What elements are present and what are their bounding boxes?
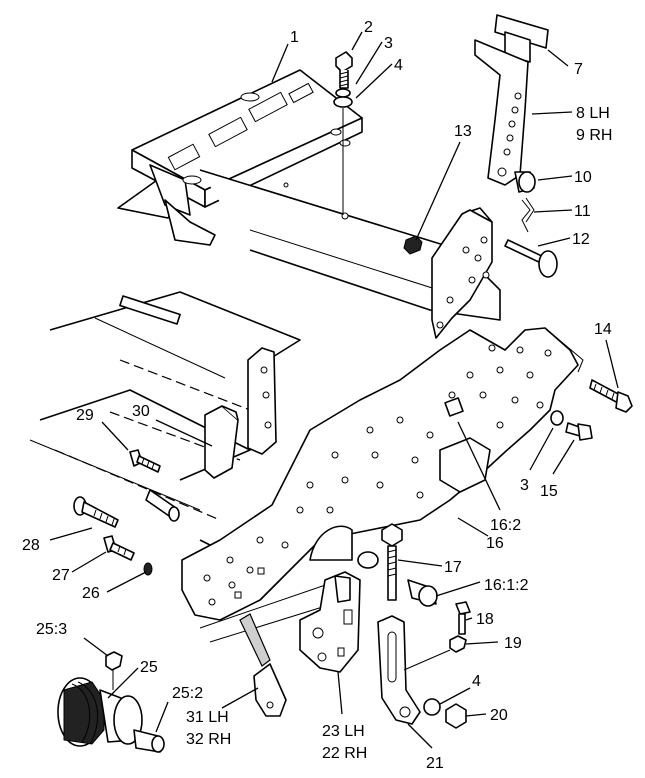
callout-13: 13: [454, 123, 472, 140]
bolt-15: [565, 422, 593, 441]
callout-20: 20: [490, 707, 508, 724]
callout-21: 21: [426, 755, 444, 772]
lever-31-32: [239, 613, 287, 717]
bolt-17: [381, 523, 403, 601]
flat-washer-4: [333, 96, 353, 108]
roller-25: [57, 677, 165, 753]
callout-26: 26: [82, 585, 100, 602]
spacer-block-30: [204, 405, 239, 479]
callout-4-top: 4: [394, 57, 403, 74]
callout-11: 11: [574, 203, 591, 220]
spacer-16-1-2: [357, 551, 438, 607]
callout-4-lower: 4: [472, 673, 481, 690]
pedal-assembly: [474, 14, 549, 186]
callout-25-3: 25:3: [36, 621, 67, 638]
callout-31-lh: 31 LH: [186, 709, 229, 726]
bolt-29: [129, 449, 161, 473]
callout-14: 14: [594, 321, 612, 338]
callout-27: 27: [52, 567, 70, 584]
lever-21: [377, 615, 451, 725]
callout-30: 30: [132, 403, 150, 420]
callout-29: 29: [76, 407, 94, 424]
washer-26: [143, 562, 153, 576]
callout-2: 2: [364, 19, 373, 36]
bolt-14: [589, 379, 633, 413]
bolt-2: [335, 51, 353, 89]
leader-lines: [49, 31, 619, 749]
bolt-27: [103, 535, 135, 561]
callout-labels: 1 2 3 4 7 8 LH 9 RH 10 11 12 13 14 29 30…: [22, 19, 612, 772]
callout-16: 16: [486, 535, 504, 552]
pedal-mount-bracket: [431, 207, 493, 339]
washer-4-lower: [423, 698, 441, 716]
main-side-plate-16: [181, 327, 584, 621]
bushing-10: [514, 171, 536, 193]
callout-28: 28: [22, 537, 40, 554]
callout-32-rh: 32 RH: [186, 731, 231, 748]
washer-3-right: [550, 410, 564, 426]
clevis-pin-12: [504, 239, 558, 278]
nut-19: [449, 635, 467, 653]
bolt-28: [73, 496, 119, 528]
seat-support-frame: [117, 69, 363, 246]
callout-25-2: 25:2: [172, 685, 203, 702]
callout-25: 25: [140, 659, 158, 676]
bolt-18: [455, 601, 471, 635]
callout-12: 12: [572, 231, 590, 248]
callout-8-lh: 8 LH: [576, 105, 610, 122]
callout-16-2: 16:2: [490, 517, 521, 534]
callout-10: 10: [574, 169, 592, 186]
bracket-23-22: [299, 571, 361, 673]
callout-16-1-2: 16:1:2: [484, 577, 529, 594]
callout-17: 17: [444, 559, 462, 576]
callout-18: 18: [476, 611, 494, 628]
callout-23-lh: 23 LH: [322, 723, 365, 740]
rod-shaft: [145, 489, 180, 522]
nut-13: [403, 235, 423, 255]
callout-3-top: 3: [384, 35, 393, 52]
callout-15: 15: [540, 483, 558, 500]
callout-19: 19: [504, 635, 522, 652]
mount-plate-left: [247, 347, 277, 455]
callout-3-right: 3: [520, 477, 529, 494]
callout-7: 7: [574, 61, 583, 78]
nut-20: [445, 703, 467, 729]
nut-25-3: [105, 651, 123, 671]
lock-washer-3: [335, 88, 351, 98]
callout-22-rh: 22 RH: [322, 745, 367, 762]
hairpin-11: [521, 197, 535, 233]
callout-1: 1: [290, 29, 299, 46]
callout-9-rh: 9 RH: [576, 127, 612, 144]
